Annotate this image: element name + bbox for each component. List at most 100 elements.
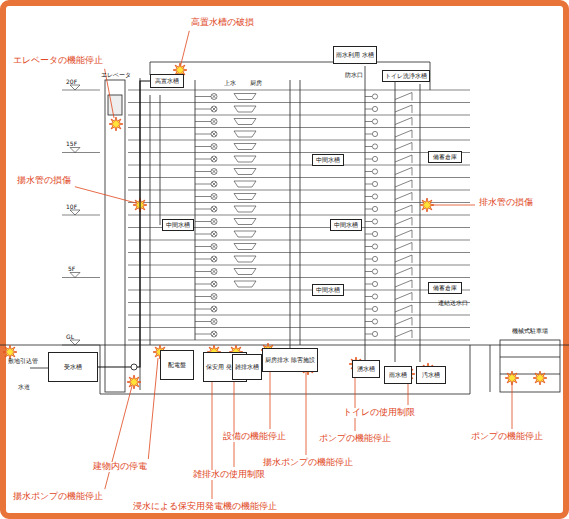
floor-line — [128, 127, 470, 128]
floor-line — [128, 252, 470, 253]
small-label: 上水 — [224, 80, 236, 87]
branch-pipe — [365, 159, 372, 160]
small-label: 10F — [66, 204, 77, 211]
tank-label: 受水槽 — [64, 364, 82, 371]
damage-burst — [420, 198, 434, 212]
branch-pipe — [195, 96, 211, 97]
floor-line — [128, 140, 470, 141]
toilet-symbol — [395, 318, 412, 326]
toilet-symbol — [395, 155, 412, 163]
branch-pipe — [195, 334, 211, 335]
branch-pipe — [365, 334, 372, 335]
tank-label: 備蓄倉庫 — [433, 154, 457, 161]
branch-pipe — [195, 209, 211, 210]
level-line — [62, 277, 100, 278]
valve-symbol — [372, 106, 377, 111]
small-label: 15F — [66, 141, 77, 148]
damage-callout: 揚水ポンプの機能停止 — [12, 492, 104, 502]
damage-burst — [505, 371, 519, 385]
faucet-mark — [212, 182, 216, 186]
structure — [0, 62, 569, 394]
floor-line — [128, 340, 470, 341]
tank-box: 雨水利用 水槽 — [333, 46, 377, 64]
floor-line — [128, 315, 470, 316]
tank-box: 高置水槽 — [150, 74, 184, 88]
floor-line — [128, 90, 470, 91]
tank-label: 中間水槽 — [316, 157, 340, 164]
valve-symbol — [372, 256, 377, 261]
faucet-mark — [212, 220, 216, 224]
valve-symbol — [372, 294, 377, 299]
toilet-symbol — [395, 205, 412, 213]
sink-symbol — [234, 131, 256, 137]
toilet-symbol — [395, 193, 412, 201]
floor-line — [128, 202, 470, 203]
branch-pipe — [365, 196, 372, 197]
faucet-mark — [212, 170, 216, 174]
branch-pipe — [195, 121, 211, 122]
faucet-mark — [212, 232, 216, 236]
tank-label: 湧水槽 — [357, 366, 375, 373]
faucet-symbol — [211, 231, 217, 237]
faucet-mark — [212, 145, 216, 149]
leader-line — [306, 372, 307, 455]
damage-callout: 雑排水の使用制限 — [192, 470, 266, 480]
branch-pipe — [195, 184, 211, 185]
branch-pipe — [195, 146, 211, 147]
branch-pipe — [365, 296, 372, 297]
valve-symbol — [372, 281, 377, 286]
valve-symbol — [372, 156, 377, 161]
faucet-symbol — [211, 156, 217, 162]
floor-line — [128, 265, 470, 266]
tank-box: 雑排水槽 — [232, 354, 262, 380]
floor-line — [128, 152, 470, 153]
sink-symbol — [234, 194, 256, 200]
sink-symbol — [234, 144, 256, 150]
tank-box: 雨水槽 — [384, 366, 412, 384]
faucet-symbol — [211, 194, 217, 200]
toilet-symbol — [395, 280, 412, 288]
tank-box: 厨房排水 除害施設 — [262, 348, 318, 372]
branch-pipe — [195, 321, 211, 322]
branch-pipe — [365, 209, 372, 210]
faucet-mark — [212, 257, 216, 261]
frame — [3, 3, 566, 516]
faucet-symbol — [211, 256, 217, 262]
faucet-symbol — [211, 131, 217, 137]
sink-symbol — [234, 119, 256, 125]
fixtures — [195, 93, 412, 339]
tank-box: 中間水槽 — [330, 219, 362, 231]
toilet-symbol — [395, 255, 412, 263]
small-label: 水道 — [18, 384, 30, 391]
tank-box: 受水槽 — [48, 352, 98, 382]
branch-pipe — [365, 234, 372, 235]
damage-callout: 排水管の損傷 — [478, 198, 534, 208]
branch-pipe — [195, 171, 211, 172]
toilet-symbol — [395, 168, 412, 176]
branch-pipe — [365, 121, 372, 122]
tank-box: 備蓄倉庫 — [428, 151, 462, 163]
valve-symbol — [372, 194, 377, 199]
floor-line — [128, 327, 470, 328]
tank-label: 汚水槽 — [422, 372, 440, 379]
valve-symbol — [372, 94, 377, 99]
parking-heading: 機械式駐車場 — [496, 324, 564, 338]
damage-callout: ポンプの機能停止 — [318, 434, 392, 444]
faucet-symbol — [211, 94, 217, 100]
valve-symbol — [372, 131, 377, 136]
branch-pipe — [195, 134, 211, 135]
branch-pipe — [195, 271, 211, 272]
sink-symbol — [234, 256, 256, 262]
branch-pipe — [195, 196, 211, 197]
small-label: 防水口 — [345, 72, 363, 79]
faucet-mark — [212, 332, 216, 336]
damage-callout: ポンプの機能停止 — [470, 432, 544, 442]
tank-label: 備蓄倉庫 — [433, 285, 457, 292]
branch-pipe — [365, 309, 372, 310]
floor-line — [128, 302, 470, 303]
faucet-symbol — [211, 169, 217, 175]
toilet-symbol — [395, 243, 412, 251]
valve-symbol — [372, 206, 377, 211]
branch-pipe — [195, 221, 211, 222]
